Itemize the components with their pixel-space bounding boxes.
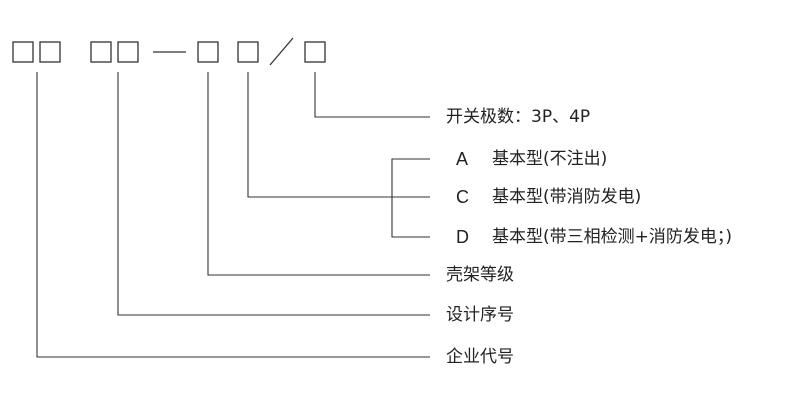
code-box-design-1: [90, 41, 112, 63]
option-c-text: 基本型(带消防发电): [492, 187, 642, 207]
option-c-letter: C: [456, 187, 469, 207]
leader-type: [247, 72, 392, 198]
code-box-frame: [197, 41, 219, 63]
code-box-poles: [304, 41, 326, 63]
leader-company: [36, 72, 430, 358]
code-box-type: [237, 41, 259, 63]
label-frame: 壳架等级: [446, 265, 514, 285]
code-slash: [269, 37, 294, 66]
code-box-company-1: [12, 41, 34, 63]
leader-frame: [207, 72, 430, 276]
option-bracket: [391, 158, 430, 238]
code-box-design-2: [117, 41, 139, 63]
option-a-letter: A: [456, 149, 469, 169]
option-d-letter: D: [456, 227, 469, 247]
option-d-text: 基本型(带三相检测+消防发电；): [492, 227, 733, 247]
label-design: 设计序号: [446, 305, 514, 325]
leader-poles: [314, 72, 430, 118]
leader-design: [117, 72, 430, 316]
code-box-company-2: [39, 41, 61, 63]
label-company: 企业代号: [446, 347, 514, 367]
option-a-text: 基本型(不注出): [492, 149, 608, 169]
label-poles: 开关极数：3P、4P: [446, 107, 591, 127]
